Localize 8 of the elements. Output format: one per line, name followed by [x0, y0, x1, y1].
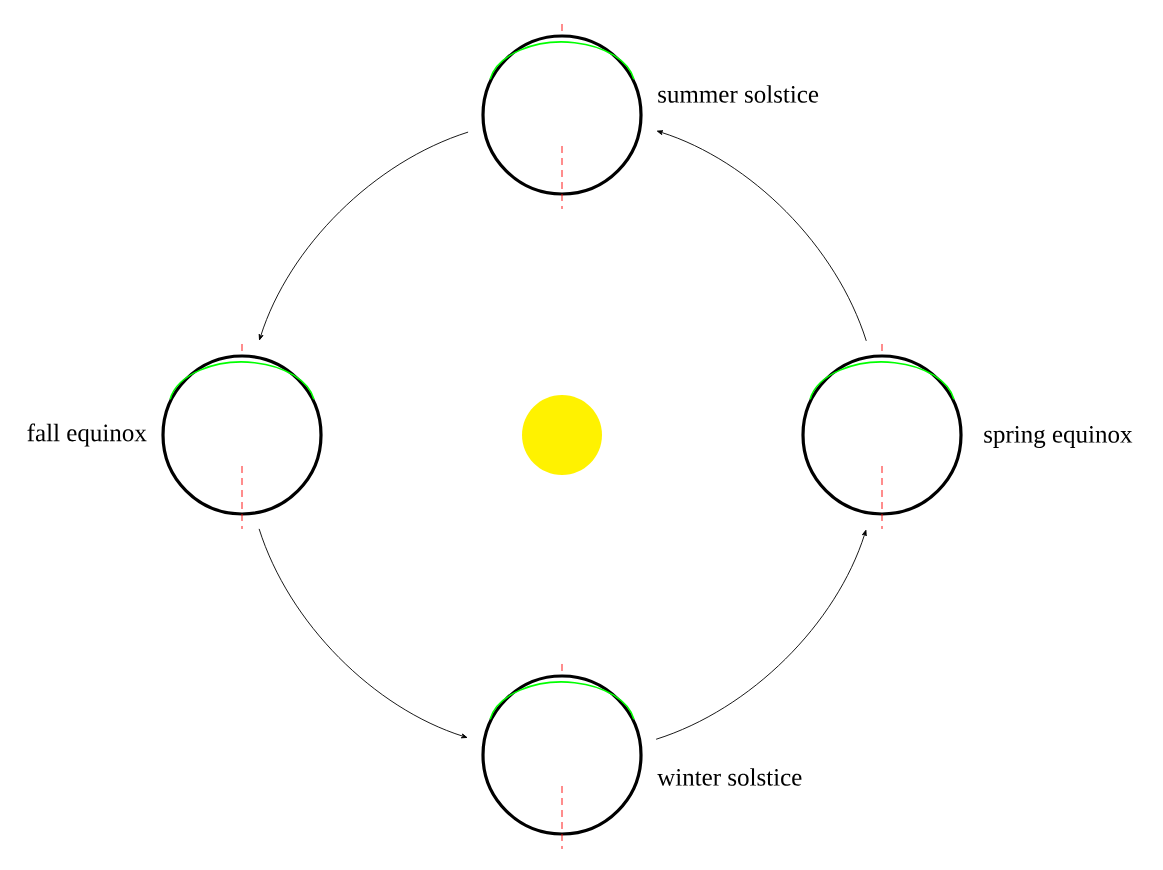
season-label: spring equinox — [984, 426, 1133, 448]
arrow — [656, 130, 867, 342]
season-label: fall equinox — [27, 423, 147, 447]
season-label: winter solstice — [657, 768, 802, 786]
arrow — [258, 528, 468, 739]
season-label: summer solstice — [658, 85, 819, 103]
arrow — [655, 529, 867, 740]
arrow — [258, 131, 469, 341]
